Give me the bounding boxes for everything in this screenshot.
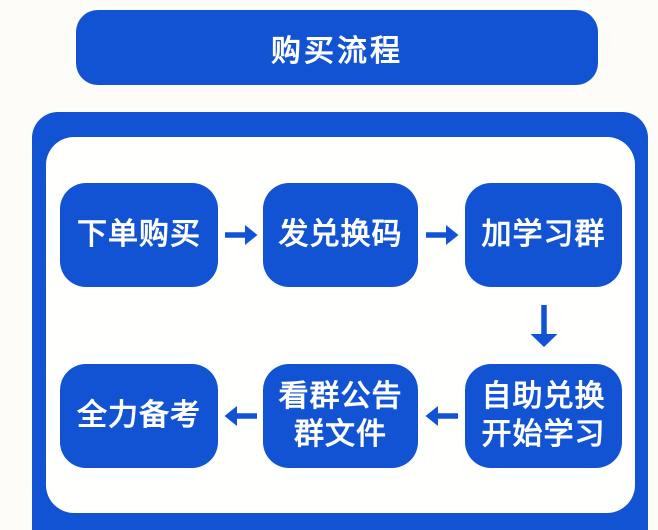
flow-step-label: 加学习群	[481, 218, 606, 252]
flow-step-label: 下单购买	[77, 218, 201, 252]
title-banner: 购买流程	[76, 10, 598, 85]
flow-step-label-line1: 自助兑换	[481, 380, 606, 414]
flow-step-join-group: 加学习群	[465, 183, 622, 287]
flow-step-order: 下单购买	[60, 183, 218, 287]
flowchart-panel: 下单购买 发兑换码 加学习群	[46, 137, 635, 513]
flow-step-prepare: 全力备考	[60, 364, 218, 468]
flow-step-label: 全力备考	[77, 399, 201, 433]
arrow-right-icon	[418, 183, 465, 287]
arrow-right-icon	[218, 183, 263, 287]
flowchart-frame: 下单购买 发兑换码 加学习群	[32, 112, 648, 530]
flow-step-label-line2: 群文件	[294, 418, 387, 451]
arrow-left-icon	[418, 364, 465, 468]
flow-step-announcement: 看群公告 群文件	[263, 364, 418, 468]
flowchart: 下单购买 发兑换码 加学习群	[60, 183, 622, 468]
flow-step-label-line2: 开始学习	[481, 418, 606, 451]
flow-step-label: 发兑换码	[278, 218, 403, 252]
flow-step-label-line1: 看群公告	[278, 380, 403, 414]
page-title: 购买流程	[271, 34, 403, 68]
arrow-down-icon	[465, 287, 622, 364]
arrow-left-icon	[218, 364, 263, 468]
flow-step-redeem: 自助兑换 开始学习	[465, 364, 622, 468]
flow-step-send-code: 发兑换码	[263, 183, 418, 287]
